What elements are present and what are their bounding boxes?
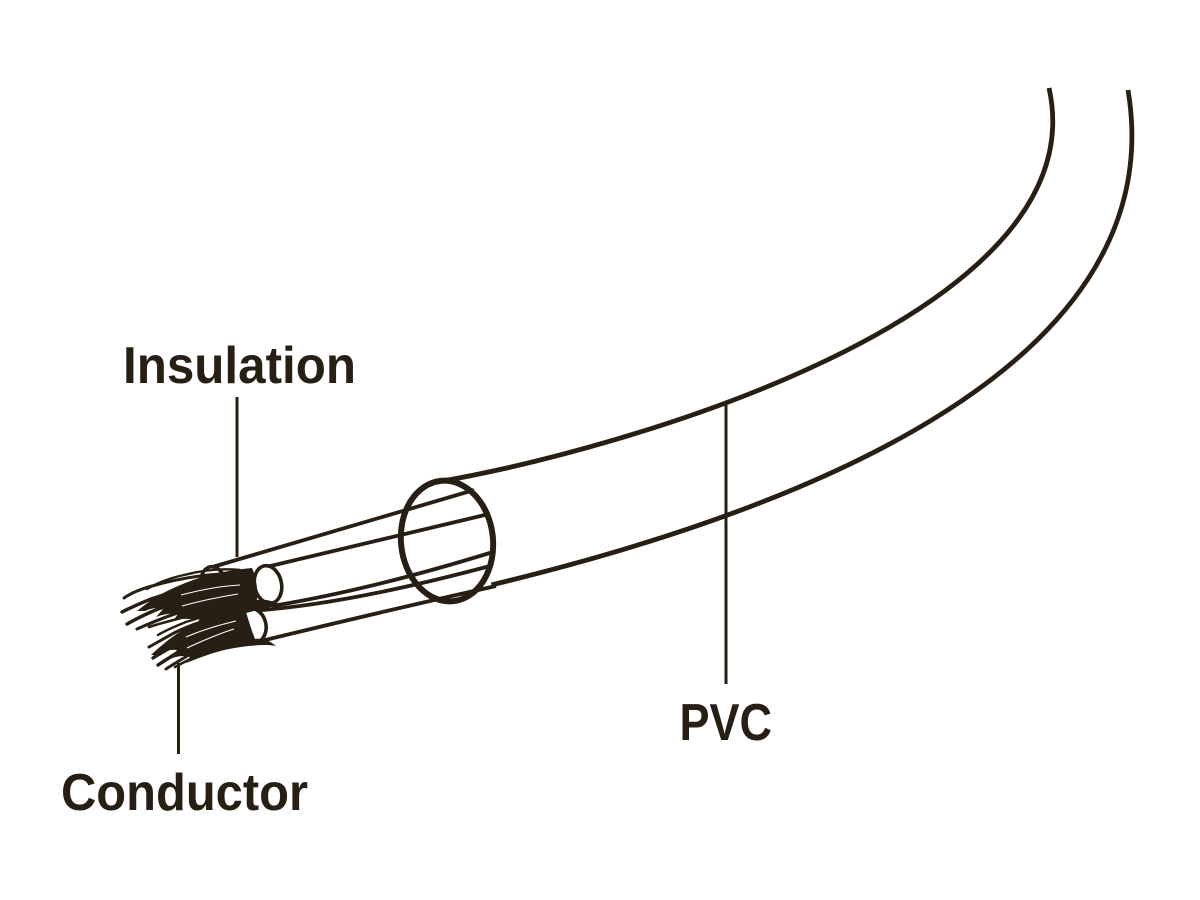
svg-text:Insulation: Insulation <box>123 337 356 395</box>
svg-text:Conductor: Conductor <box>61 764 308 822</box>
svg-text:PVC: PVC <box>680 694 773 752</box>
